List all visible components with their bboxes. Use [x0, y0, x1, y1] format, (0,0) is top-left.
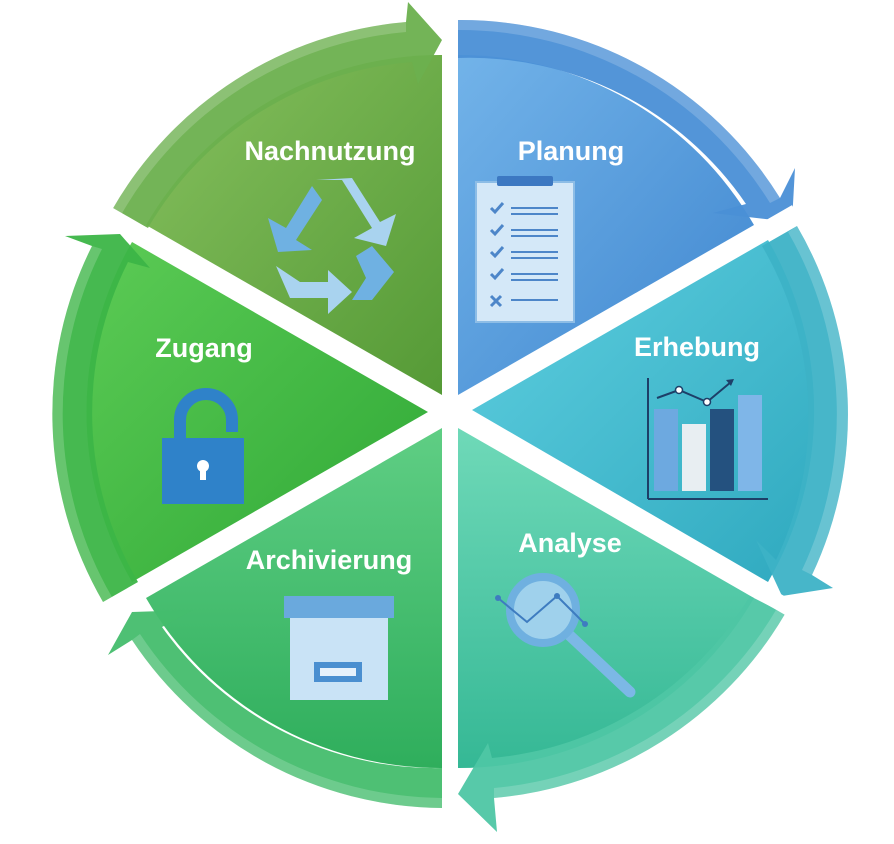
erhebung-label: Erhebung [634, 332, 760, 362]
segment-nachnutzung: Nachnutzung [112, 2, 442, 395]
planung-arrow [458, 19, 795, 222]
archive-box-icon [284, 596, 394, 700]
nachnutzung-arrow [112, 2, 442, 228]
segment-archivierung: Archivierung [108, 428, 442, 808]
checklist-icon [475, 176, 575, 323]
bar-chart-icon [647, 378, 768, 500]
zugang-arrow [52, 234, 150, 602]
zugang-label: Zugang [155, 333, 252, 363]
analyse-arrow [458, 596, 785, 832]
planung-label: Planung [518, 136, 625, 166]
analyse-label: Analyse [518, 528, 622, 558]
erhebung-wedge [472, 240, 815, 582]
recycle-icon [268, 178, 396, 314]
magnifier-icon [495, 573, 636, 698]
segment-planung: Planung [458, 19, 795, 396]
archivierung-label: Archivierung [246, 545, 413, 575]
erhebung-arrow [756, 226, 848, 596]
segment-zugang: Zugang [52, 234, 428, 602]
segment-analyse: Analyse [458, 428, 785, 832]
segment-erhebung: Erhebung [472, 226, 848, 596]
archivierung-arrow [108, 610, 442, 808]
nachnutzung-label: Nachnutzung [245, 136, 416, 166]
open-lock-icon [162, 388, 244, 504]
segment-dividers [99, 20, 801, 815]
